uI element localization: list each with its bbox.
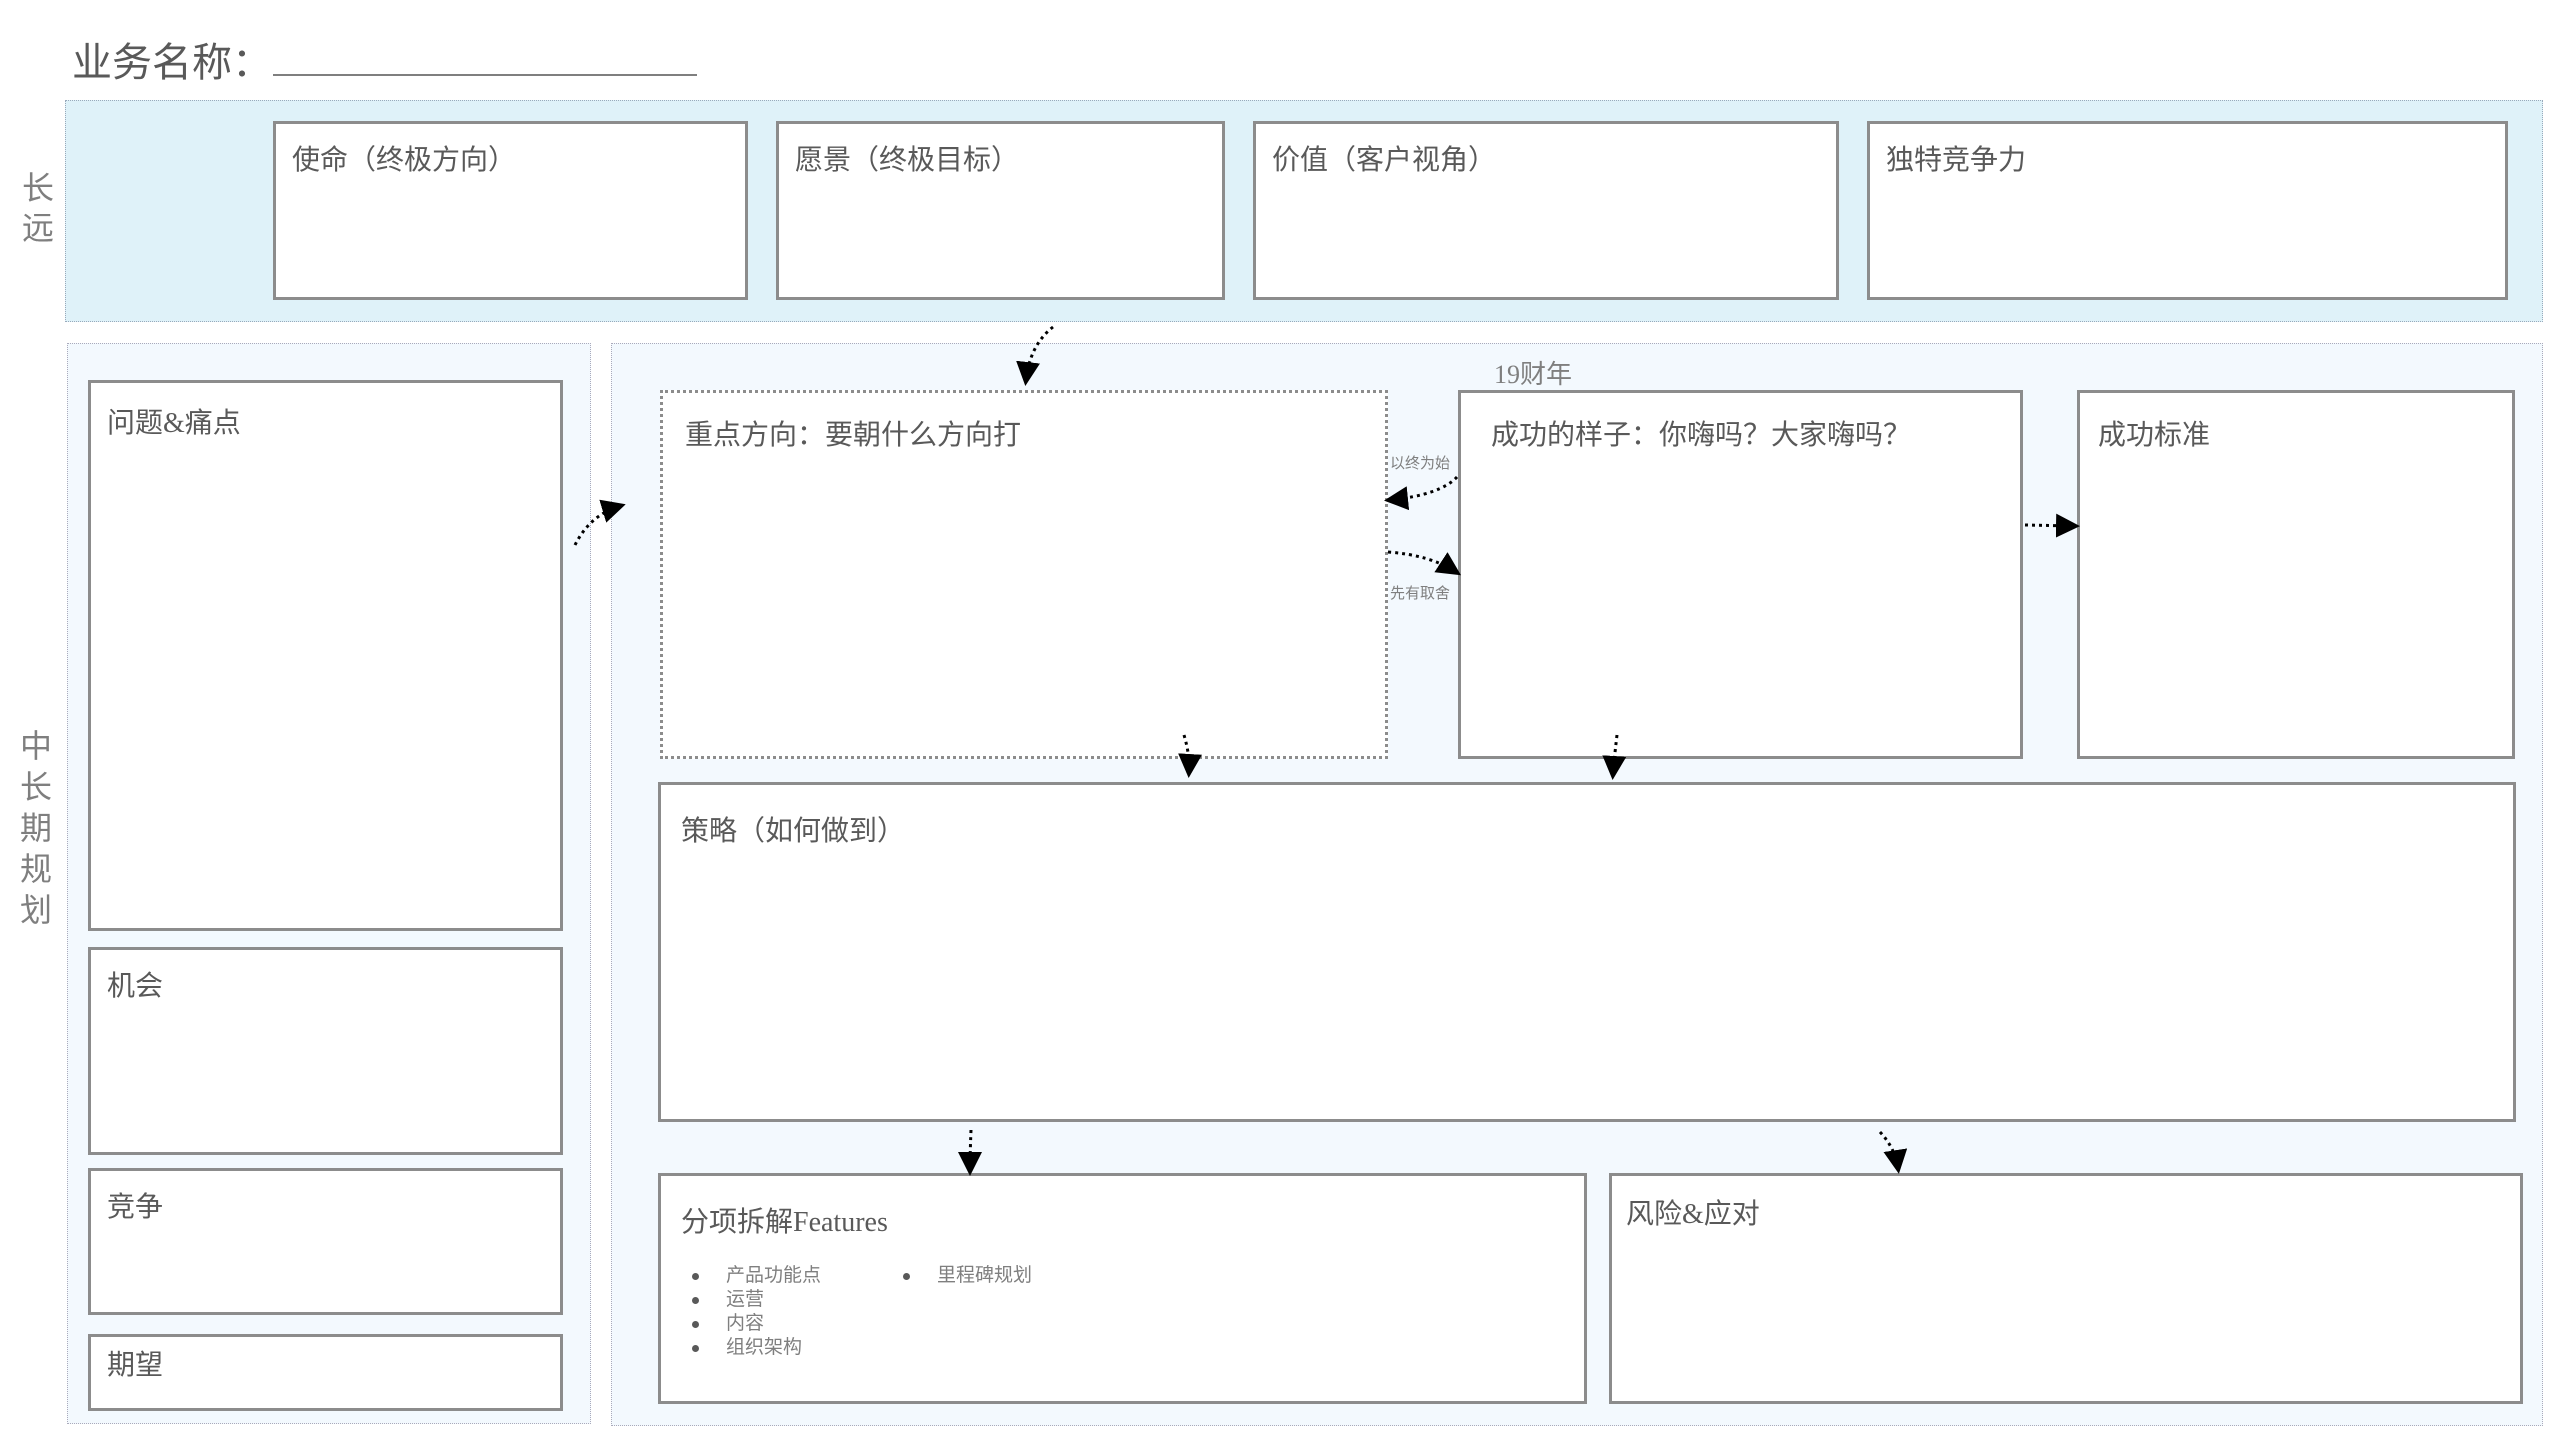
expectation-label: 期望 [107,1350,164,1381]
label-char: 期 [19,810,52,846]
long-term-label: 长 远 [18,168,58,248]
label-char: 规 [19,851,52,887]
label-char: 中 [19,728,52,764]
competition-box[interactable]: 竞争 [88,1168,563,1315]
strategy-label: 策略（如何做到） [681,816,906,847]
business-name-blank[interactable] [273,74,697,76]
problems-box[interactable]: 问题&痛点 [88,380,563,931]
arrow-success-to-criteria [2024,513,2080,538]
unique-competitiveness-box[interactable]: 独特竞争力 [1867,121,2508,300]
focus-direction-label: 重点方向：要朝什么方向打 [685,420,1022,451]
unique-competitiveness-label: 独特竞争力 [1886,145,2027,176]
opportunity-box[interactable]: 机会 [88,947,563,1155]
features-list-col2: 里程碑规划 [897,1264,1032,1288]
list-item: 内容 [686,1312,821,1336]
competition-label: 竞争 [107,1192,164,1223]
strategy-box[interactable]: 策略（如何做到） [658,782,2516,1122]
arrow-focus-to-strategy [1178,734,1203,778]
arrow-success-to-strategy [1602,734,1627,780]
list-item: 产品功能点 [686,1264,821,1288]
value-box[interactable]: 价值（客户视角） [1253,121,1839,300]
arrow-strategy-to-risk [1878,1130,1908,1174]
features-list-col1: 产品功能点 运营 内容 组织架构 [686,1264,821,1360]
success-criteria-box[interactable]: 成功标准 [2077,390,2515,759]
label-char: 划 [19,892,52,928]
expectation-box[interactable]: 期望 [88,1334,563,1411]
mission-label: 使命（终极方向） [292,145,517,176]
vision-label: 愿景（终极目标） [795,145,1020,176]
arrow-strategy-to-features [958,1129,983,1176]
arrow-focus-to-success [1387,550,1462,576]
list-item: 里程碑规划 [897,1264,1032,1288]
success-picture-box[interactable]: 成功的样子：你嗨吗？大家嗨吗？ [1458,390,2023,759]
label-char: 长 [21,170,54,206]
mid-term-label: 中 长 期 规 划 [16,726,56,931]
business-name-label: 业务名称： [72,40,272,85]
features-box[interactable]: 分项拆解Features 产品功能点 运营 内容 组织架构 里程碑规划 [658,1173,1587,1404]
list-item: 运营 [686,1288,821,1312]
fiscal-year-label: 19财年 [1494,360,1573,389]
opportunity-label: 机会 [107,971,164,1002]
arrow-longterm-to-focus [1016,325,1054,386]
label-char: 长 [19,769,52,805]
focus-direction-box[interactable]: 重点方向：要朝什么方向打 [660,390,1388,759]
arrow-problems-to-focus [573,499,626,546]
risk-label: 风险&应对 [1626,1199,1760,1230]
success-criteria-label: 成功标准 [2098,420,2211,451]
begin-with-end-label: 以终为始 [1390,456,1451,472]
mission-box[interactable]: 使命（终极方向） [273,121,748,300]
vision-box[interactable]: 愿景（终极目标） [776,121,1225,300]
risk-box[interactable]: 风险&应对 [1609,1173,2523,1404]
list-item: 组织架构 [686,1336,821,1360]
features-label: 分项拆解Features [681,1207,888,1238]
tradeoff-label: 先有取舍 [1390,586,1451,602]
value-label: 价值（客户视角） [1272,145,1497,176]
problems-label: 问题&痛点 [107,408,241,439]
label-char: 远 [21,210,54,246]
arrow-success-to-focus [1384,475,1459,511]
success-picture-label: 成功的样子：你嗨吗？大家嗨吗？ [1491,420,1912,451]
